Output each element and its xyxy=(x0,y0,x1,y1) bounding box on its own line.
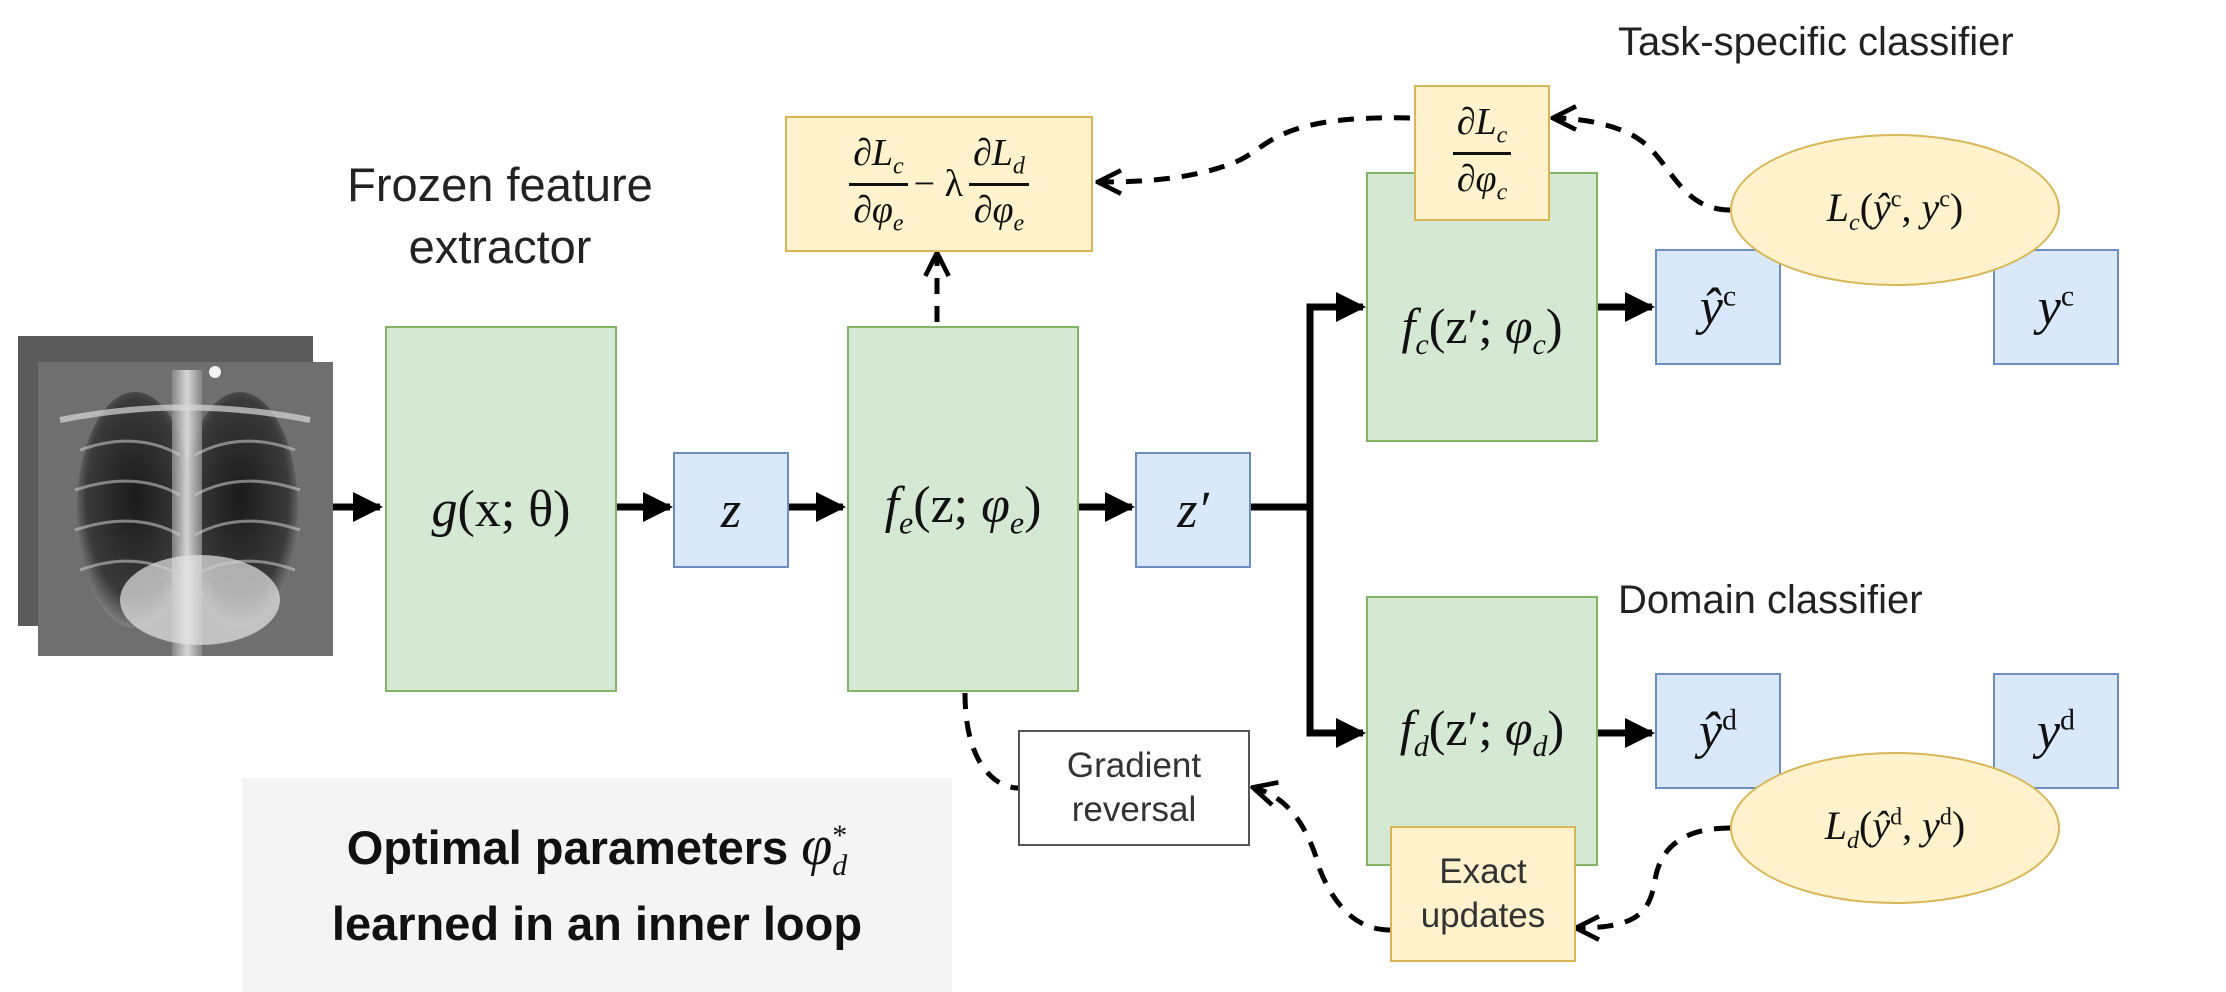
dashed-exact-to-reversal xyxy=(1255,788,1391,933)
yhat-c-label: ŷc xyxy=(1699,278,1737,336)
yhat-d-box: ŷd xyxy=(1655,673,1781,789)
Lc-loss-ellipse: Lc(ŷc, yc) xyxy=(1730,134,2060,286)
combined-gradient-box: ∂Lc ∂φe − λ ∂Ld ∂φe xyxy=(785,116,1093,252)
Lc-label: Lc(ŷc, yc) xyxy=(1826,184,1964,236)
fraction-dLd-dphie: ∂Ld ∂φe xyxy=(969,131,1029,237)
y-c-label: yc xyxy=(2037,278,2075,336)
y-c-box: yc xyxy=(1993,249,2119,365)
zprime-box: z′ xyxy=(1135,452,1251,568)
Ld-label: Ld(ŷd, yd) xyxy=(1824,802,1966,854)
dLc-dphic-label: ∂Lc ∂φc xyxy=(1452,100,1512,206)
fd-box: fd(z′; φd) xyxy=(1366,596,1598,866)
feature-extractor-box: g(x; θ) xyxy=(385,326,617,692)
y-d-box: yd xyxy=(1993,673,2119,789)
dashed-dLc-to-combined xyxy=(1100,115,1411,182)
y-d-label: yd xyxy=(2036,702,2076,760)
frozen-feature-extractor-title: Frozen feature extractor xyxy=(347,158,653,273)
g-label: g(x; θ) xyxy=(431,480,571,538)
task-specific-classifier-title: Task-specific classifier xyxy=(1618,20,2014,64)
Ld-loss-ellipse: Ld(ŷd, yd) xyxy=(1730,752,2060,904)
xray-front xyxy=(38,362,333,656)
note-line-2: learned in an inner loop xyxy=(331,897,863,950)
dashed-Lc-to-dLc xyxy=(1555,118,1731,213)
dashed-fe-to-reversal xyxy=(962,692,1019,791)
z-label: z xyxy=(720,481,742,539)
yhat-c-box: ŷc xyxy=(1655,249,1781,365)
fe-box: fe(z; φe) xyxy=(847,326,1079,692)
zprime-label: z′ xyxy=(1177,481,1209,539)
arrow-split-to-fc xyxy=(1306,292,1366,507)
arrow-split-to-fd xyxy=(1306,507,1366,748)
yhat-d-label: ŷd xyxy=(1698,702,1738,760)
gradient-reversal-box: Gradient reversal xyxy=(1018,730,1250,846)
optimal-parameters-note: Optimal parameters φ*d learned in an inn… xyxy=(242,778,952,992)
combined-gradient-label: ∂Lc ∂φe − λ ∂Ld ∂φe xyxy=(849,131,1029,237)
phi-star-d: φ*d xyxy=(801,815,848,883)
fraction-dLc-dphie: ∂Lc ∂φe xyxy=(849,131,908,237)
domain-classifier-title: Domain classifier xyxy=(1618,578,1923,622)
z-box: z xyxy=(673,452,789,568)
dashed-Ld-to-exact xyxy=(1578,825,1731,928)
exact-updates-box: Exact updates xyxy=(1390,826,1576,962)
fc-label: fc(z′; φc) xyxy=(1401,297,1563,361)
dLc-dphic-box: ∂Lc ∂φc xyxy=(1414,85,1550,221)
fe-label: fe(z; φe) xyxy=(884,477,1042,541)
fd-label: fd(z′; φd) xyxy=(1399,699,1565,763)
note-line-1: Optimal parameters φ*d xyxy=(346,815,848,883)
